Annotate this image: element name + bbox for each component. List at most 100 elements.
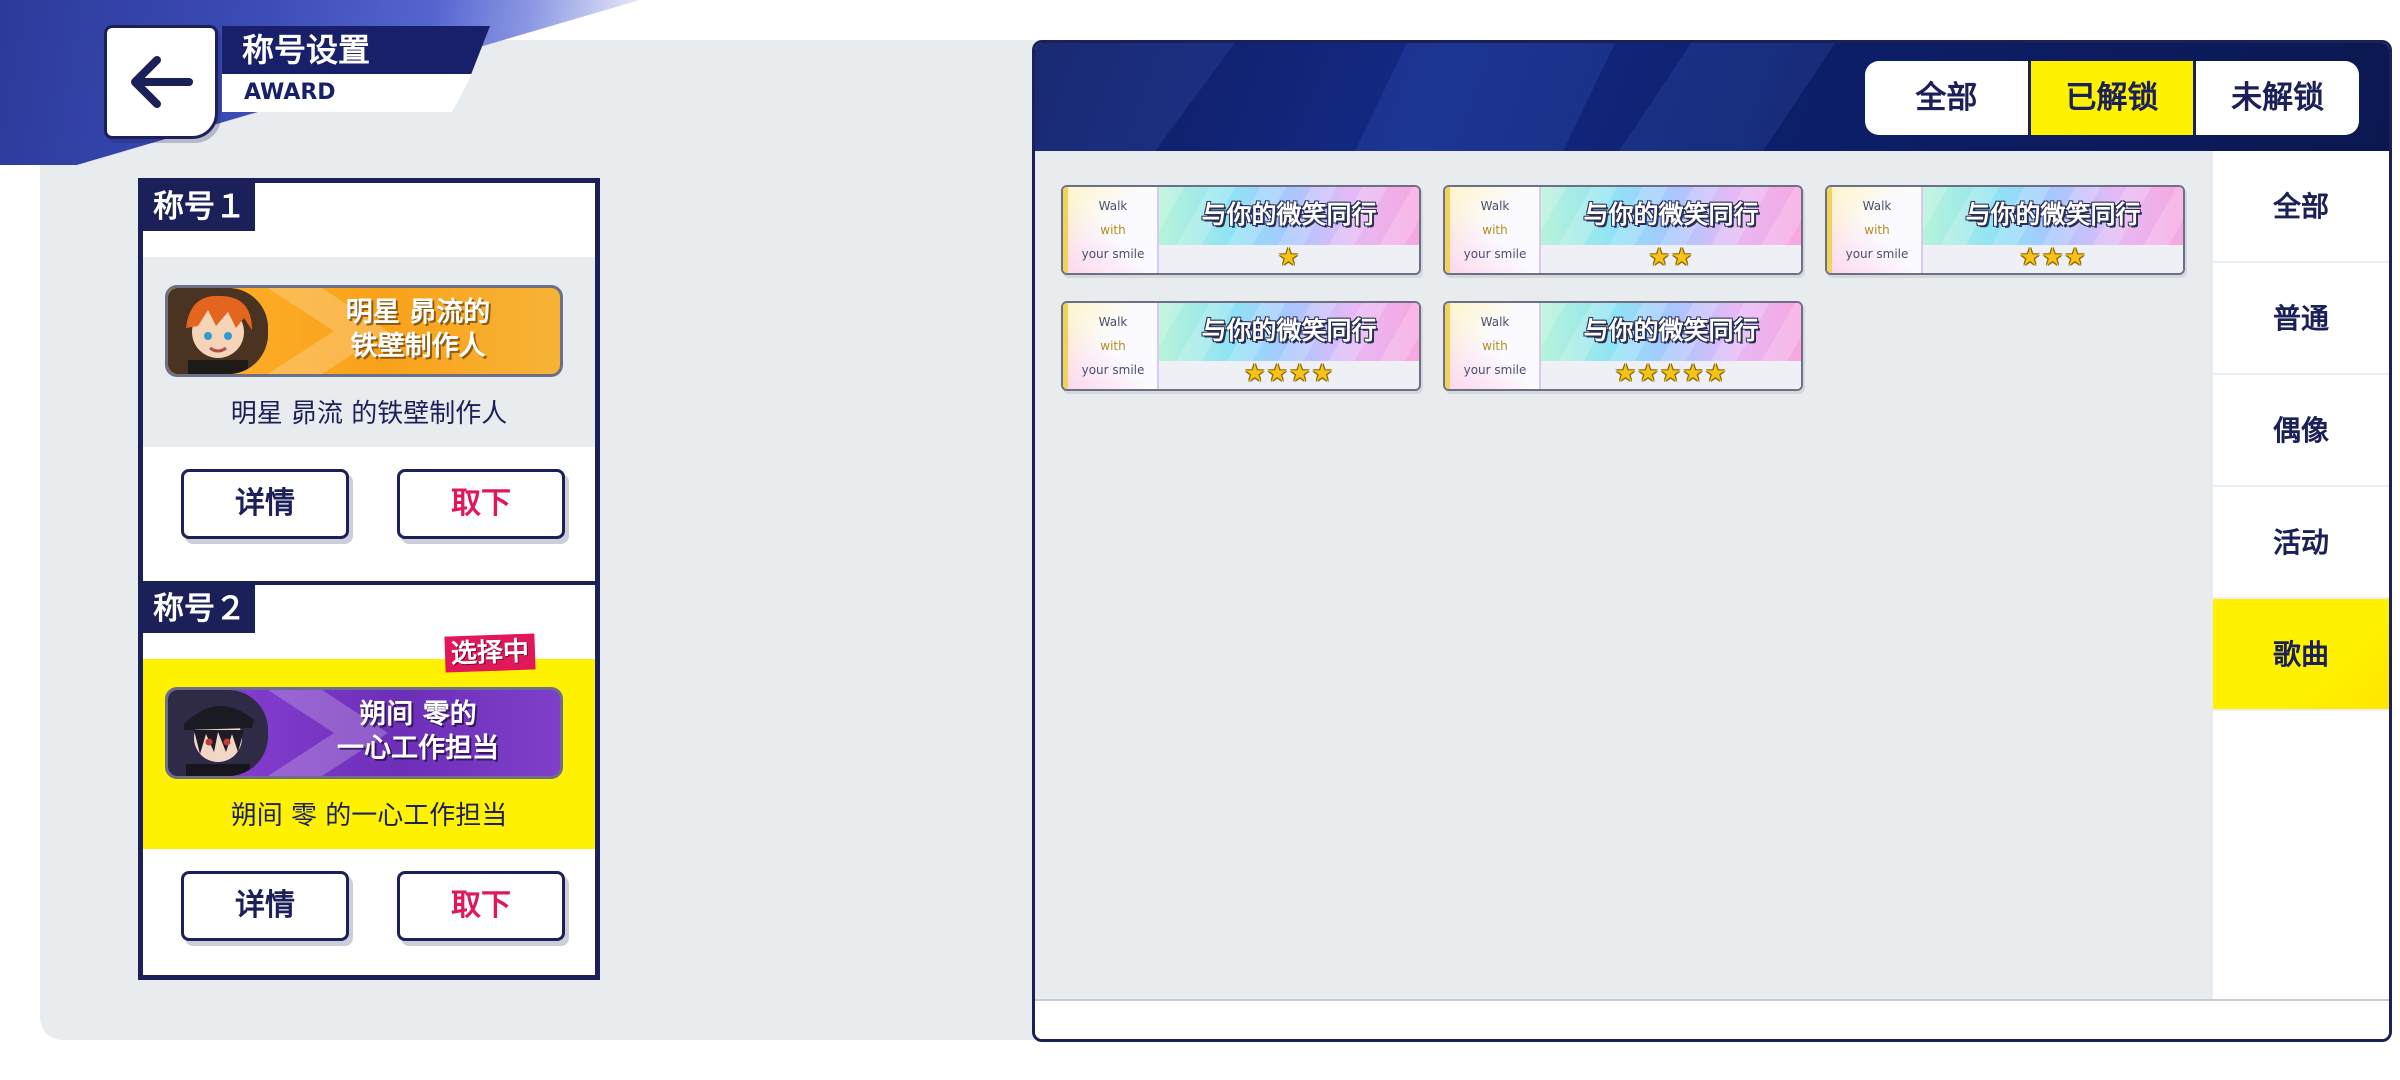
- badge-line-2: 一心工作担当: [337, 733, 499, 764]
- star-icon: ★: [2064, 243, 2087, 271]
- card-ribbon: [1541, 303, 1801, 361]
- remove-button[interactable]: 取下: [397, 469, 565, 539]
- jacket-text: Walk: [1098, 199, 1128, 213]
- star-icon: ★: [1266, 359, 1289, 387]
- character-portrait: [168, 288, 268, 374]
- jacket-text: your smile: [1845, 247, 1909, 261]
- title-card[interactable]: Walk with your smile 与你的微笑同行 ★: [1061, 185, 1421, 275]
- jacket-text: with: [1864, 223, 1890, 237]
- star-icon: ★: [1614, 359, 1638, 387]
- song-jacket: Walk with your smile: [1063, 303, 1159, 389]
- title-badge[interactable]: 明星 昴流的 铁壁制作人: [165, 285, 563, 377]
- card-ribbon: [1159, 303, 1419, 361]
- category-song[interactable]: 歌曲: [2213, 599, 2389, 711]
- card-ribbon: [1923, 187, 2183, 245]
- badge-line-1: 朔间 零的: [359, 699, 477, 730]
- card-title: 与你的微笑同行: [1201, 316, 1377, 345]
- card-stars-area: [1923, 245, 2183, 273]
- jacket-text: with: [1482, 339, 1508, 353]
- category-normal[interactable]: 普通: [2213, 263, 2389, 375]
- filter-tab-all[interactable]: 全部: [1865, 61, 2031, 135]
- badge-line-1: 明星 昴流的: [345, 297, 491, 328]
- filter-tab-unlocked[interactable]: 已解锁: [2030, 61, 2197, 135]
- star-icon: ★: [1289, 359, 1312, 387]
- remove-button[interactable]: 取下: [397, 871, 565, 941]
- catalog-header: 全部 已解锁 未解锁: [1035, 43, 2389, 151]
- star-icon: ★: [1671, 243, 1694, 271]
- jacket-text: Walk: [1480, 315, 1510, 329]
- category-sidebar: 全部 普通 偶像 活动 歌曲: [2213, 151, 2389, 999]
- jacket-text: with: [1100, 223, 1126, 237]
- header-decoration: [1619, 43, 1835, 151]
- slot-caption: 明星 昴流 的铁壁制作人: [230, 399, 508, 429]
- jacket-text: Walk: [1862, 199, 1892, 213]
- page-subtitle: AWARD: [222, 74, 472, 112]
- star-rating: ★★★★: [1159, 359, 1419, 387]
- star-icon: ★: [1659, 359, 1683, 387]
- song-jacket: Walk with your smile: [1827, 187, 1923, 273]
- star-rating: ★★: [1541, 243, 1801, 271]
- jacket-text: your smile: [1081, 247, 1145, 261]
- header-decoration: [1035, 43, 1235, 151]
- character-avatar-icon: [168, 690, 268, 776]
- star-icon: ★: [1277, 243, 1301, 271]
- category-event[interactable]: 活动: [2213, 487, 2389, 599]
- back-button[interactable]: [104, 25, 218, 139]
- jacket-text: with: [1100, 339, 1126, 353]
- arrow-left-icon: [131, 56, 193, 108]
- card-title: 与你的微笑同行: [1201, 200, 1377, 229]
- card-ribbon: [1541, 187, 1801, 245]
- slot-caption: 朔间 零 的一心工作担当: [230, 801, 508, 831]
- star-icon: ★: [1637, 359, 1660, 387]
- slot-label: 称号２: [143, 585, 255, 633]
- slot-badge-area[interactable]: 朔间 零的 一心工作担当 朔间 零 的一心工作担当: [143, 659, 595, 849]
- badge-line-2: 铁壁制作人: [350, 331, 486, 362]
- star-icon: ★: [1704, 359, 1728, 387]
- card-title: 与你的微笑同行: [1583, 316, 1759, 345]
- filter-tab-locked[interactable]: 未解锁: [2231, 80, 2325, 116]
- slot-badge-area[interactable]: 明星 昴流的 铁壁制作人 明星 昴流 的铁壁制作人: [143, 257, 595, 447]
- title-slot-2: 称号２ 选择中 朔间 零的 一: [143, 581, 595, 977]
- badge-text: 明星 昴流的 铁壁制作人: [278, 296, 558, 364]
- card-stars-area: [1159, 361, 1419, 389]
- star-rating: ★: [1159, 243, 1419, 271]
- star-icon: ★: [1311, 359, 1335, 387]
- song-jacket: Walk with your smile: [1063, 187, 1159, 273]
- title-catalog-panel: 全部 已解锁 未解锁 Walk with your smile 与你的微笑同行 ★ Wa…: [1032, 40, 2392, 1042]
- star-rating: ★★★★★: [1541, 359, 1801, 387]
- star-icon: ★: [1682, 359, 1705, 387]
- jacket-text: your smile: [1463, 247, 1527, 261]
- detail-button[interactable]: 详情: [181, 871, 349, 941]
- star-icon: ★: [1648, 243, 1671, 271]
- selected-tag: 选择中: [444, 633, 536, 673]
- category-idol[interactable]: 偶像: [2213, 375, 2389, 487]
- jacket-text: your smile: [1081, 363, 1145, 377]
- star-rating: ★★★: [1923, 243, 2183, 271]
- star-icon: ★: [1243, 359, 1267, 387]
- character-portrait: [168, 690, 268, 776]
- header-decoration: [1355, 43, 1615, 151]
- song-jacket: Walk with your smile: [1445, 303, 1541, 389]
- page-title-block: 称号设置 AWARD: [222, 26, 492, 118]
- card-ribbon: [1159, 187, 1419, 245]
- card-stars-area: [1541, 245, 1801, 273]
- catalog-footer: [1035, 999, 2389, 1039]
- jacket-text: Walk: [1098, 315, 1128, 329]
- category-all[interactable]: 全部: [2213, 151, 2389, 263]
- star-icon: ★: [2019, 243, 2042, 271]
- slot-label: 称号１: [143, 183, 255, 231]
- jacket-text: with: [1482, 223, 1508, 237]
- card-title: 与你的微笑同行: [1583, 200, 1759, 229]
- badge-text: 朔间 零的 一心工作担当: [278, 698, 558, 766]
- title-badge[interactable]: 朔间 零的 一心工作担当: [165, 687, 563, 779]
- detail-button[interactable]: 详情: [181, 469, 349, 539]
- page-title: 称号设置: [222, 26, 490, 74]
- card-stars-area: [1159, 245, 1419, 273]
- card-title: 与你的微笑同行: [1965, 200, 2141, 229]
- jacket-text: your smile: [1463, 363, 1527, 377]
